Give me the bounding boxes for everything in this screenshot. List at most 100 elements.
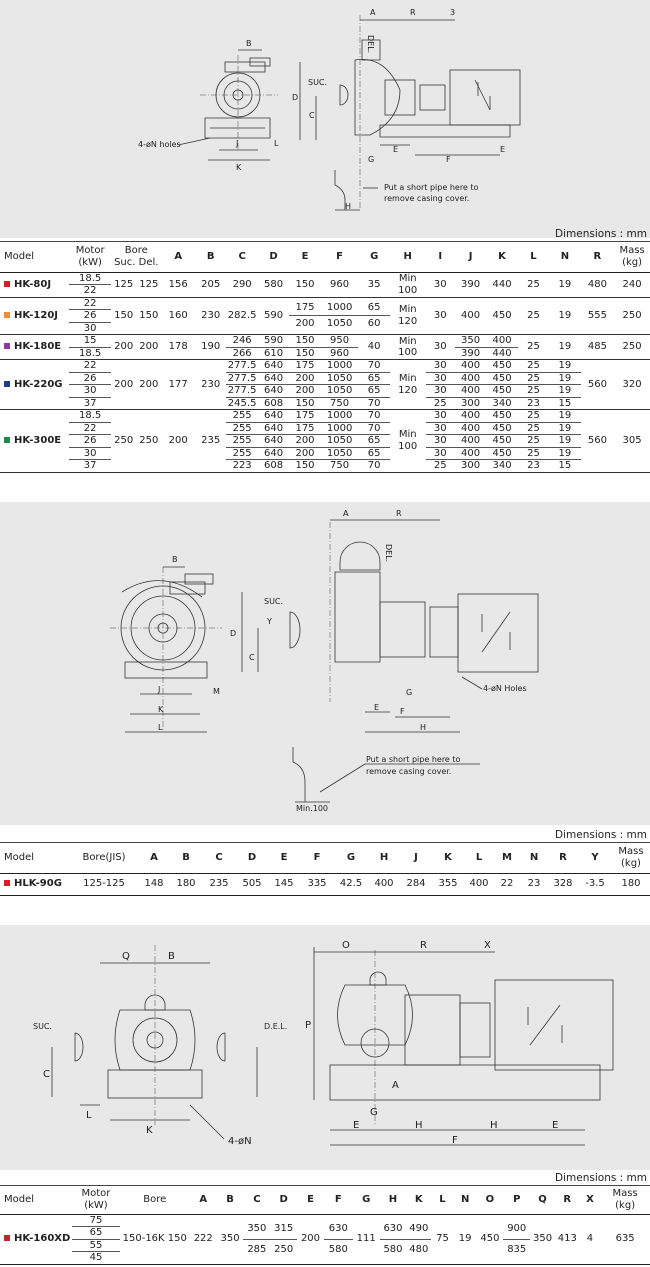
dim-G: G <box>370 1107 378 1118</box>
dim-P: P <box>305 1020 311 1031</box>
note-line-1: Put a short pipe here to <box>366 755 461 764</box>
col-mass: Mass(kg) <box>619 245 645 268</box>
col-C: C <box>238 251 246 262</box>
table-header: Model Motor(kW) Bore A B C D E F G H K L… <box>0 1186 650 1214</box>
dim-R: R <box>396 509 402 518</box>
note-line-2: remove casing cover. <box>366 767 451 776</box>
dim-F: F <box>400 707 405 716</box>
pump-front-view: O R X P A G E H H E F <box>305 940 614 1146</box>
dim-L: L <box>158 723 163 732</box>
dim-C: C <box>249 653 255 662</box>
col-H: H <box>403 251 412 262</box>
dim-B: B <box>172 555 178 564</box>
pump-drawing-hlk-90g: B J K L M A R DEL. SUC. Y D C G E F H 4-… <box>110 509 539 813</box>
model-color-swatch <box>4 280 10 287</box>
diagram-panel-1: B J K L 4-øN holes A R 3 DEL. SUC. D C E… <box>0 0 650 238</box>
dim-A: A <box>392 1080 399 1091</box>
model-name: HK-80J <box>0 272 69 297</box>
diagram-panel-2: B J K L M A R DEL. SUC. Y D C G E F H 4-… <box>0 502 650 825</box>
holes-label: 4-øN Holes <box>483 684 527 693</box>
table-row: HLK-90G 125-125 148 180 235 505 145 335 … <box>0 873 650 895</box>
col-I: I <box>438 251 443 262</box>
pump-side-view: Q B SUC. D.E.L. C L K 4-øN <box>33 945 287 1147</box>
dim-K: K <box>146 1125 153 1136</box>
dim-C: C <box>43 1069 50 1080</box>
col-E: E <box>301 251 309 262</box>
spec-table-hlk: Model Bore(JIS) A B C D E F G H J K L M … <box>0 842 650 896</box>
dim-H: H <box>420 723 426 732</box>
col-A: A <box>174 251 183 262</box>
dims-unit-3: Dimensions : mm <box>555 1172 647 1184</box>
col-K: K <box>498 251 506 262</box>
dim-D: D <box>292 93 298 102</box>
holes-label: 4-øN <box>228 1136 252 1147</box>
dim-E: E <box>374 703 379 712</box>
dim-L: L <box>274 139 279 148</box>
dim-O: O <box>342 940 350 951</box>
dims-unit-1: Dimensions : mm <box>555 228 647 240</box>
dim-D: D <box>230 629 236 638</box>
dim-B: B <box>168 951 175 962</box>
dim-K: K <box>236 163 242 172</box>
dim-Q: Q <box>122 951 130 962</box>
col-D: D <box>269 251 278 262</box>
dim-E-left: E <box>393 145 398 154</box>
dim-A: A <box>370 8 376 17</box>
note-line-2: remove casing cover. <box>384 194 469 203</box>
pump-side-view: B J K L 4-øN holes <box>138 39 279 172</box>
model-name: HK-300E <box>0 410 69 473</box>
dim-G: G <box>406 688 412 697</box>
dim-Y: Y <box>266 617 272 626</box>
model-color-swatch <box>4 343 10 350</box>
dim-J: J <box>157 685 160 694</box>
model-color-swatch <box>4 312 10 318</box>
col-motor: Motor(kW) <box>75 245 105 268</box>
holes-label: 4-øN holes <box>138 140 181 149</box>
note-line-1: Put a short pipe here to <box>384 183 479 192</box>
model-name: HK-160XD <box>0 1214 72 1264</box>
suc-label: SUC. <box>308 78 327 87</box>
pump-front-view: A R 3 DEL. SUC. D C E E F G H Put a shor… <box>292 8 521 211</box>
dims-unit-2: Dimensions : mm <box>555 829 647 841</box>
suc-label: SUC. <box>264 597 283 606</box>
dim-X: X <box>484 940 491 951</box>
dim-R: R <box>420 940 427 951</box>
dim-G: G <box>368 155 374 164</box>
dim-J: J <box>235 139 238 148</box>
col-N: N <box>560 251 570 262</box>
model-color-swatch <box>4 1235 10 1242</box>
pump-front-view: A R DEL. SUC. Y D C G E F H 4-øN Holes M… <box>230 509 539 813</box>
dim-B: B <box>246 39 252 48</box>
dim-K: K <box>158 705 164 714</box>
col-J: J <box>468 251 473 262</box>
spec-table-hk-160xd: Model Motor(kW) Bore A B C D E F G H K L… <box>0 1185 650 1265</box>
dim-E-right: E <box>500 145 505 154</box>
del-label: D.E.L. <box>264 1022 287 1031</box>
table-header: Model Bore(JIS) A B C D E F G H J K L M … <box>0 843 650 873</box>
col-R: R <box>593 251 602 262</box>
del-label: DEL. <box>384 544 393 562</box>
dim-E-left: E <box>353 1120 359 1131</box>
dim-E-right: E <box>552 1120 558 1131</box>
dim-R: R <box>410 8 416 17</box>
col-F: F <box>336 251 343 262</box>
model-color-swatch <box>4 437 10 443</box>
suc-label: SUC. <box>33 1022 52 1031</box>
pump-drawing-hk-160xd: Q B SUC. D.E.L. C L K 4-øN O R X P A G E… <box>33 940 614 1147</box>
model-color-swatch <box>4 880 10 887</box>
model-name: HK-120J <box>0 297 69 335</box>
pump-side-view: B J K L M <box>110 555 222 733</box>
dim-H: H <box>345 202 351 211</box>
col-B: B <box>206 251 215 262</box>
dim-C: C <box>309 111 315 120</box>
dim-L: L <box>86 1110 92 1121</box>
model-name: HK-180E <box>0 335 69 360</box>
